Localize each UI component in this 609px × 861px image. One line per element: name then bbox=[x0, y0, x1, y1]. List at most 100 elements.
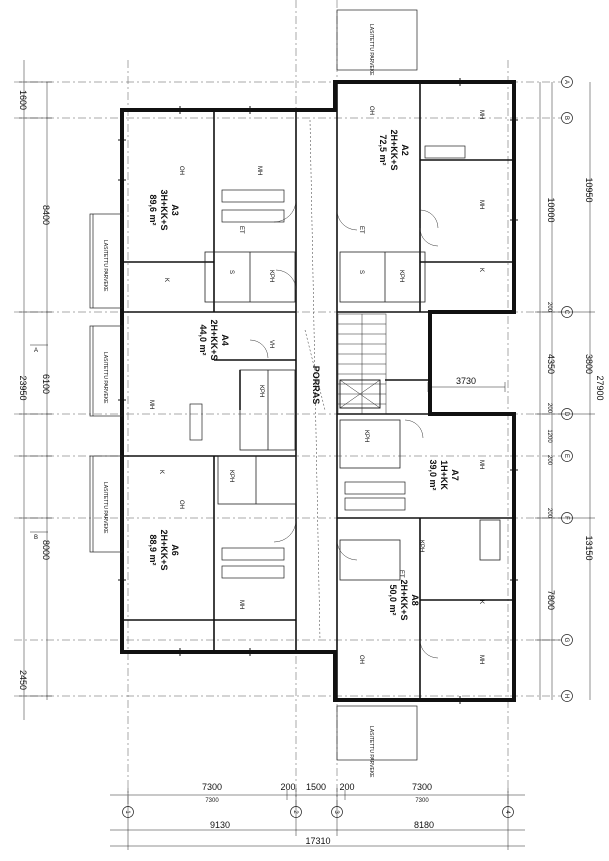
room-s-1: S bbox=[228, 270, 234, 274]
dim-bottom-7300-small-left: 7300 bbox=[205, 798, 219, 804]
dimension-lines bbox=[19, 60, 595, 850]
bathroom-blocks bbox=[204, 251, 501, 581]
dim-right-10950: 10950 bbox=[584, 177, 594, 202]
room-kph-2: KPH bbox=[398, 270, 404, 282]
dim-right-27900: 27900 bbox=[595, 375, 605, 400]
grid-col-markers bbox=[122, 806, 514, 818]
dim-left-8000: 8000 bbox=[41, 540, 51, 560]
apartment-a2-label: A2 2H+KK+S 72,5 m² bbox=[378, 129, 410, 170]
apartment-a3-area: 89,6 m² bbox=[148, 194, 158, 225]
room-k-3: K bbox=[158, 470, 164, 474]
room-kph-6: KPH bbox=[418, 540, 424, 552]
dim-right-200d: 200 bbox=[546, 508, 552, 519]
dim-bottom-200-right: 200 bbox=[339, 782, 354, 792]
apartment-a6-area: 88,9 m² bbox=[148, 534, 158, 565]
dim-bottom-200-left: 200 bbox=[280, 782, 295, 792]
room-oh-3: OH bbox=[178, 500, 184, 509]
room-oh-2: OH bbox=[368, 106, 374, 115]
dim-bottom-8180: 8180 bbox=[414, 820, 434, 830]
apartment-a6-label: A6 2H+KK+S 88,9 m² bbox=[148, 529, 180, 570]
dim-right-7800: 7800 bbox=[546, 590, 556, 610]
apartment-a4-area: 44,0 m² bbox=[198, 324, 208, 355]
room-k-4: K bbox=[478, 600, 484, 604]
room-mh-2: MH bbox=[478, 200, 484, 209]
dim-right-1200: 1200 bbox=[546, 429, 552, 443]
grid-row-h: H bbox=[563, 694, 569, 698]
apartment-a4-label: A4 2H+KK+S 44,0 m² bbox=[198, 319, 230, 360]
apartment-a8-label: A8 2H+KK+S 50,0 m² bbox=[388, 579, 420, 620]
room-vh-1: VH bbox=[268, 340, 274, 348]
apartment-a3-code: A3 bbox=[170, 204, 180, 216]
room-oh-4: OH bbox=[358, 655, 364, 664]
apartment-a3-label: A3 3H+KK+S 89,6 m² bbox=[148, 189, 180, 230]
dim-right-200c: 200 bbox=[546, 455, 552, 466]
room-et-3: ET bbox=[398, 570, 404, 578]
dim-bottom-7300-left: 7300 bbox=[202, 782, 222, 792]
section-mark-a: A bbox=[34, 348, 38, 354]
apartment-a7-label: A7 1H+KK 39,0 m² bbox=[428, 459, 460, 490]
room-kph-4: KPH bbox=[363, 430, 369, 442]
apartment-a8-code: A8 bbox=[410, 594, 420, 606]
dim-bottom-9130: 9130 bbox=[210, 820, 230, 830]
room-mh-3: MH bbox=[478, 110, 484, 119]
apartment-a7-code: A7 bbox=[450, 469, 460, 481]
grid-row-a: A bbox=[563, 80, 569, 84]
dim-right-200a: 200 bbox=[546, 302, 552, 313]
grid-row-g: G bbox=[563, 638, 569, 643]
room-kph-1: KPH bbox=[268, 270, 274, 282]
room-kph-5: KPH bbox=[228, 470, 234, 482]
grid-row-d: D bbox=[563, 412, 569, 417]
room-k-1: K bbox=[163, 278, 169, 282]
balcony-label-4: LASITETTU PARVEKE bbox=[368, 24, 374, 76]
dim-right-13150: 13150 bbox=[584, 535, 594, 560]
grid-col-3: 3 bbox=[333, 810, 339, 814]
grid-lines bbox=[14, 0, 568, 815]
apartment-a7-area: 39,0 m² bbox=[428, 459, 438, 490]
apartment-a2-type: 2H+KK+S bbox=[389, 129, 399, 170]
apartment-a6-type: 2H+KK+S bbox=[159, 529, 169, 570]
room-k-2: K bbox=[478, 268, 484, 272]
grid-row-markers bbox=[561, 76, 573, 702]
grid-row-b: B bbox=[563, 116, 569, 120]
apartment-a6-code: A6 bbox=[170, 544, 180, 556]
kitchen-counters bbox=[189, 145, 466, 579]
balconies bbox=[89, 9, 418, 761]
apartment-a3-type: 3H+KK+S bbox=[159, 189, 169, 230]
dim-right-4350: 4350 bbox=[546, 354, 556, 374]
dim-left-6100: 6100 bbox=[41, 374, 51, 394]
room-et-1: ET bbox=[238, 226, 244, 234]
room-mh-1: MH bbox=[256, 166, 262, 175]
grid-col-4: 4 bbox=[504, 810, 510, 814]
dim-left-2450: 2450 bbox=[18, 670, 28, 690]
grid-col-2: 2 bbox=[292, 810, 298, 814]
balcony-label-5: LASITETTU PARVEKE bbox=[368, 726, 374, 778]
stairwell bbox=[337, 313, 387, 415]
room-oh-1: OH bbox=[178, 166, 184, 175]
dim-left-1600: 1600 bbox=[18, 90, 28, 110]
room-mh-6: MH bbox=[238, 600, 244, 609]
door-swings bbox=[249, 119, 439, 659]
dim-bottom-1500: 1500 bbox=[306, 782, 326, 792]
apartment-a2-area: 72,5 m² bbox=[378, 134, 388, 165]
dim-inner-3730: 3730 bbox=[456, 376, 476, 386]
apartment-a2-code: A2 bbox=[400, 144, 410, 156]
svg-text:PORRAS: PORRAS bbox=[311, 366, 321, 405]
room-mh-7: MH bbox=[478, 655, 484, 664]
apartment-a8-type: 2H+KK+S bbox=[399, 579, 409, 620]
room-mh-4: MH bbox=[148, 400, 154, 409]
grid-row-e: E bbox=[563, 454, 569, 458]
dim-bottom-7300-right: 7300 bbox=[412, 782, 432, 792]
dim-bottom-17310: 17310 bbox=[305, 836, 330, 846]
grid-col-1: 1 bbox=[124, 810, 130, 814]
apartment-a4-code: A4 bbox=[220, 334, 230, 346]
windows bbox=[118, 78, 518, 704]
balcony-label-3: LASITETTU PARVEKE bbox=[102, 482, 108, 534]
room-s-2: S bbox=[358, 270, 364, 274]
dim-left-23950: 23950 bbox=[18, 375, 28, 400]
dim-left-8400: 8400 bbox=[41, 205, 51, 225]
apartment-a7-type: 1H+KK bbox=[439, 460, 449, 490]
dim-right-200b: 200 bbox=[546, 403, 552, 414]
balcony-label-2: LASITETTU PARVEKE bbox=[102, 352, 108, 404]
apartment-a8-area: 50,0 m² bbox=[388, 584, 398, 615]
